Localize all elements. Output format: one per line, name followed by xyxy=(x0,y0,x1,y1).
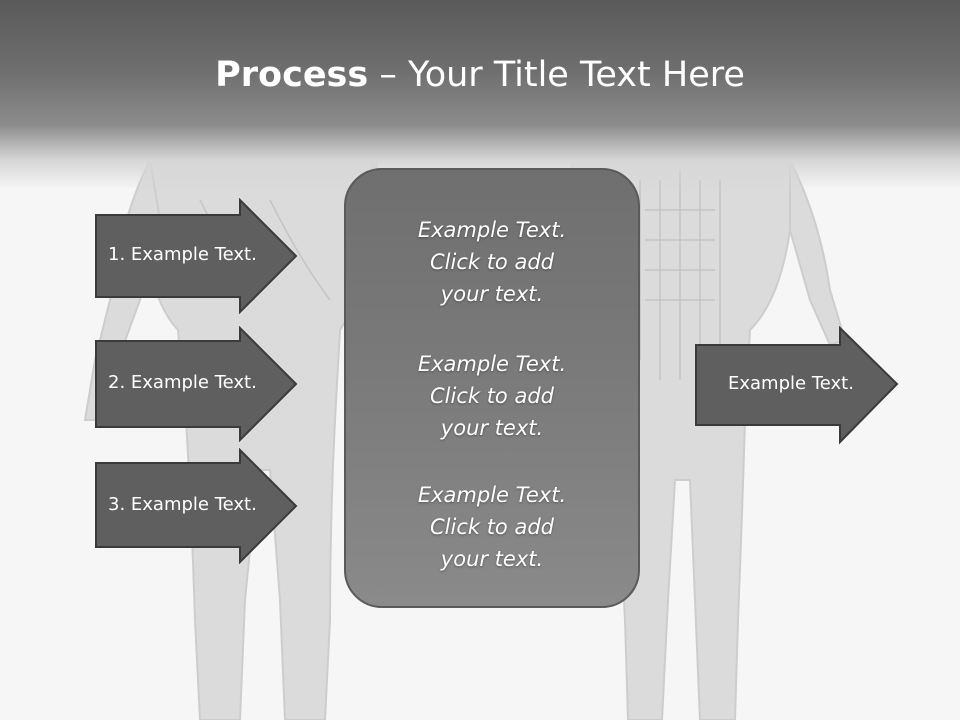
right-arrow-icon xyxy=(95,448,298,564)
block-line: Example Text. xyxy=(417,218,567,242)
header-band xyxy=(0,0,960,190)
right-arrow-icon xyxy=(95,326,298,442)
left-arrow-label: 3. Example Text. xyxy=(108,494,257,515)
left-arrow-1[interactable]: 1. Example Text. xyxy=(94,198,300,314)
right-arrow-output[interactable]: Example Text. xyxy=(694,326,900,446)
center-text-box[interactable]: Example Text. Click to add your text. Ex… xyxy=(344,168,640,608)
block-line: your text. xyxy=(440,416,544,440)
block-line: Click to add xyxy=(429,250,554,274)
left-arrow-label: 2. Example Text. xyxy=(108,372,257,393)
left-arrow-2[interactable]: 2. Example Text. xyxy=(94,326,300,442)
center-block-1: Example Text. Click to add your text. xyxy=(346,214,638,310)
block-line: Example Text. xyxy=(417,483,567,507)
page-title: Process – Your Title Text Here xyxy=(0,52,960,98)
left-arrow-3[interactable]: 3. Example Text. xyxy=(94,448,300,564)
title-dash: – xyxy=(368,55,408,95)
right-arrow-icon xyxy=(695,326,899,445)
block-line: Click to add xyxy=(429,384,554,408)
block-line: Example Text. xyxy=(417,352,567,376)
block-line: your text. xyxy=(440,282,544,306)
title-bold: Process xyxy=(215,55,369,95)
right-arrow-icon xyxy=(95,198,298,314)
center-block-3: Example Text. Click to add your text. xyxy=(346,479,638,575)
left-arrow-label: 1. Example Text. xyxy=(108,244,257,265)
center-block-2: Example Text. Click to add your text. xyxy=(346,348,638,444)
title-rest: Your Title Text Here xyxy=(407,55,745,95)
block-line: your text. xyxy=(440,547,544,571)
right-arrow-label: Example Text. xyxy=(728,373,854,394)
block-line: Click to add xyxy=(429,515,554,539)
